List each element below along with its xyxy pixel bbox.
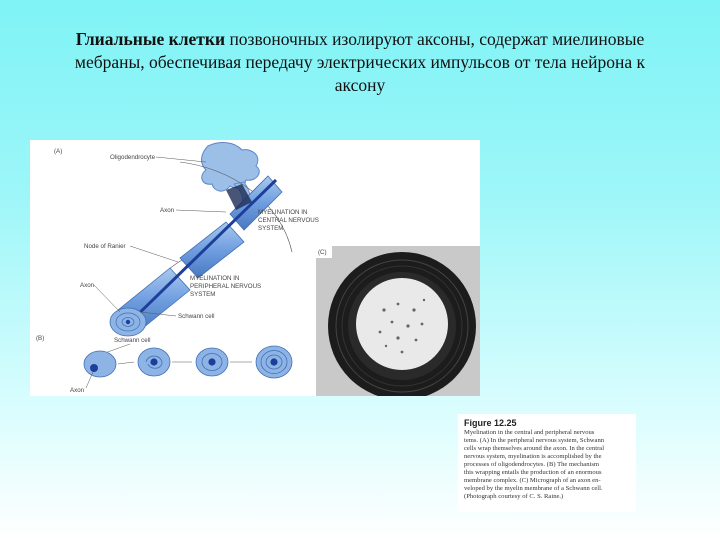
label-myelin-cns-3: SYSTEM: [258, 225, 283, 232]
caption-title: Figure 12.25: [464, 418, 517, 428]
axon-core: [122, 178, 278, 330]
label-node-of-ranvier: Node of Ranier: [84, 243, 126, 250]
guide-arc-cns: [179, 161, 293, 253]
slide-title: Глиальные клетки позвоночных изолируют а…: [60, 28, 660, 97]
wrap-stage-2: [137, 347, 171, 377]
myelinated-axon-middle: [179, 221, 245, 279]
panel-a-label: (A): [54, 148, 62, 155]
caption-line: tems. (A) In the peripheral nervous syst…: [464, 437, 605, 444]
wrap-stage-4: [255, 345, 293, 379]
caption-line: (Photograph courtesy of C. S. Raine.): [464, 493, 564, 500]
myelination-diagram: (A) (B) Oligodendrocyte Axon MYELINATION…: [36, 142, 480, 396]
myelinated-axon-upper: [229, 175, 283, 231]
caption-line: Myelination in the central and periphera…: [464, 429, 595, 436]
oligodendrocyte-shape: [201, 142, 260, 192]
label-oligodendrocyte: Oligodendrocyte: [110, 154, 156, 161]
leader-axon-mid: [93, 284, 121, 313]
caption-line: nervous system, myelination is accomplis…: [464, 453, 602, 460]
label-axon-top: Axon: [160, 207, 175, 214]
caption-line: veloped by the myelin membrane of a Schw…: [464, 485, 603, 492]
leader-schwann-cell-a: [139, 311, 177, 317]
caption-line: membrane complex. (C) Micrograph of an a…: [464, 477, 601, 484]
wrap-stage-1: [83, 350, 117, 378]
label-schwann-cell-b: Schwann cell: [114, 337, 150, 344]
micrograph-panel: (C): [316, 246, 480, 396]
panel-c-label: (C): [318, 249, 327, 256]
caption-line: processes of oligodendrocytes. (B) The m…: [464, 461, 600, 468]
myelination-figure: (A) (B) Oligodendrocyte Axon MYELINATION…: [30, 140, 480, 396]
caption-line: this wrapping entails the production of …: [464, 469, 602, 476]
leader-oligodendrocyte: [155, 156, 207, 163]
leader-axon-b: [85, 371, 94, 389]
wrap-stage-3: [195, 347, 229, 377]
caption-line: cells wrap themselves around the axon. I…: [464, 445, 605, 452]
cns-wrapping: [226, 184, 252, 210]
label-myelin-pns-3: SYSTEM: [190, 291, 215, 298]
figure-caption: Figure 12.25 Myelination in the central …: [458, 414, 636, 512]
myelin-spiral-ring: [115, 312, 141, 332]
label-myelin-cns-2: CENTRAL NERVOUS: [258, 217, 319, 224]
myelin-spiral-ring-inner: [121, 317, 135, 327]
leader-node-of-ranvier: [129, 245, 179, 263]
label-schwann-cell-a: Schwann cell: [178, 313, 214, 320]
label-axon-b: Axon: [70, 387, 85, 394]
axon-cross-section: [125, 319, 131, 325]
slide-title-rest: позвоночных изолируют аксоны, содержат м…: [74, 29, 646, 95]
caption-text: Myelination in the central and periphera…: [464, 429, 633, 501]
label-axon-mid: Axon: [80, 282, 95, 289]
label-myelin-cns-1: MYELINATION IN: [258, 209, 307, 216]
leader-axon-top: [175, 209, 227, 213]
arrow-1: [117, 361, 135, 365]
slide-title-bold: Глиальные клетки: [75, 29, 226, 49]
label-myelin-pns-2: PERIPHERAL NERVOUS: [190, 283, 261, 290]
panel-b-label: (B): [36, 335, 44, 342]
label-myelin-pns-1: MYELINATION IN: [190, 275, 239, 282]
